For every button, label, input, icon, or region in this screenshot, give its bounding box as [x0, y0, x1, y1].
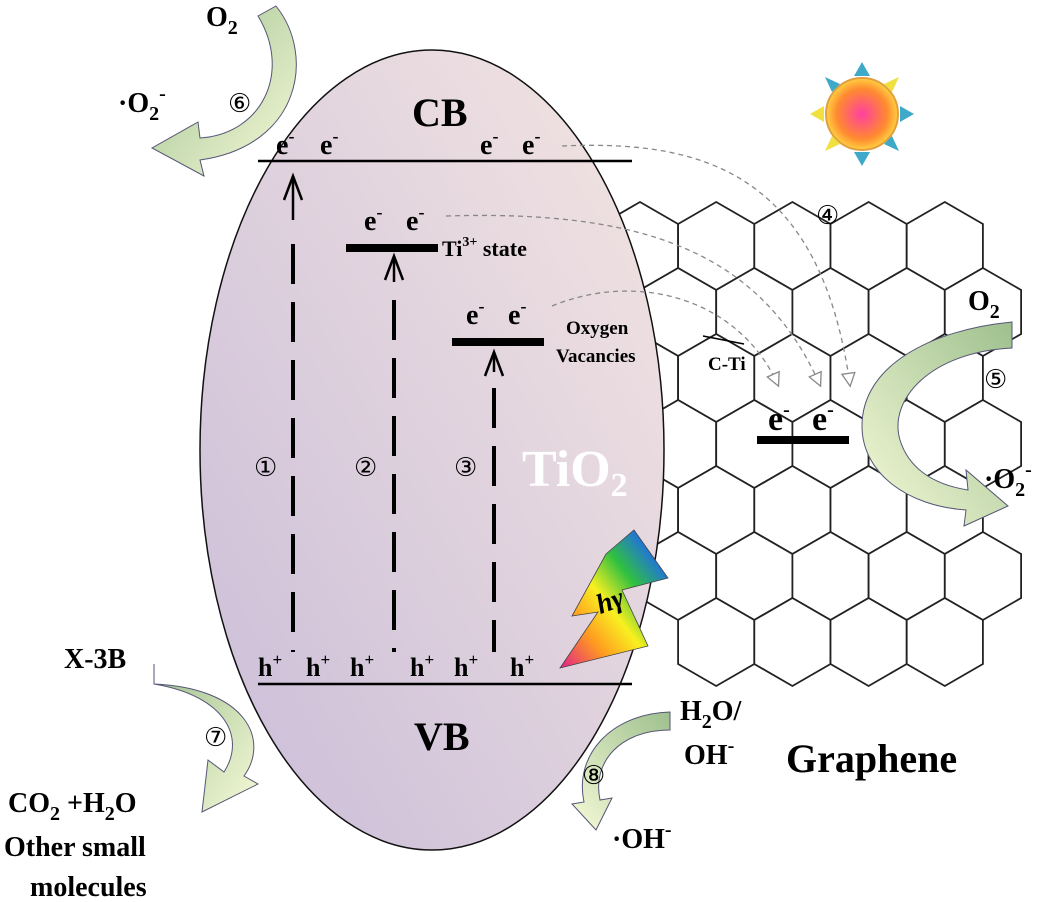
electron: e- [768, 399, 790, 438]
step-4: ④ [816, 201, 839, 231]
step-8: ⑧ [582, 761, 605, 791]
excitation-arrowheads [282, 172, 505, 377]
electron: e- [508, 296, 526, 331]
oxidation-arrow [571, 711, 671, 831]
electron: e- [406, 202, 424, 237]
superoxide-label-top: ·O2- [118, 83, 166, 125]
hole: h+ [258, 650, 282, 682]
step-2: ② [354, 453, 377, 483]
o2-label-top: O2 [206, 2, 238, 39]
graphene-electrons: e- e- [768, 399, 834, 438]
ti3-state-label: Ti3+ state [442, 235, 527, 261]
o2-reduction-arrow-top [150, 5, 297, 177]
oh-label: OH- [684, 735, 734, 771]
oxygen-vacancy-level [452, 338, 544, 346]
electron: e- [522, 126, 540, 161]
tio2-label: TiO2 [522, 441, 628, 504]
electron: e- [466, 296, 484, 331]
vb-label: VB [414, 714, 470, 759]
products-line1: CO2 +H2O [8, 788, 137, 825]
c-ti-label: C-Ti [708, 354, 746, 375]
lightning-bolt-icon [559, 529, 669, 669]
oxygen-vacancies-label-line2: Vacancies [556, 346, 636, 367]
h2o-label: H2O/ [680, 696, 743, 733]
c-ti-bond [702, 335, 745, 345]
o2-reduction-arrow-right [861, 321, 1013, 527]
electron: e- [320, 126, 338, 161]
step-3: ③ [454, 453, 477, 483]
products-line3: molecules [30, 872, 147, 902]
step-5: ⑤ [984, 365, 1007, 395]
electron: e- [364, 202, 382, 237]
cb-label: CB [412, 90, 468, 135]
electron-transfer-paths [445, 144, 850, 385]
hole: h+ [510, 650, 534, 682]
step-6: ⑥ [228, 89, 251, 119]
x3b-label: X-3B [64, 644, 126, 675]
vb-holes: h+ h+ h+ h+ h+ h+ [258, 650, 534, 682]
electron: e- [812, 399, 834, 438]
hole: h+ [454, 650, 478, 682]
graphene-label: Graphene [786, 736, 957, 781]
graphene-hexagon [905, 596, 984, 688]
o2-label-right: O2 [968, 286, 1000, 323]
step-1: ① [254, 453, 277, 483]
sun-icon [810, 62, 914, 166]
products-line2: Other small [4, 832, 146, 863]
electron: e- [480, 126, 498, 161]
electron: e- [276, 126, 294, 161]
ti3-state-level [346, 244, 438, 252]
graphene-level [757, 436, 849, 444]
vacancy-electrons: e- e- [466, 296, 526, 331]
cb-electrons: e- e- e- e- [276, 126, 540, 161]
oxygen-vacancies-label-line1: Oxygen [566, 318, 629, 339]
ti3-electrons: e- e- [364, 202, 424, 237]
hole: h+ [410, 650, 434, 682]
step-numbers: ① ② ③ ④ ⑤ ⑥ ⑦ ⑧ [204, 89, 1007, 791]
degradation-arrow [153, 664, 260, 813]
hydroxyl-radical-label: ·OH- [612, 819, 672, 855]
hole: h+ [306, 650, 330, 682]
tio2-particle [199, 49, 665, 851]
step-7: ⑦ [204, 723, 227, 753]
superoxide-label-right: ·O2- [984, 459, 1032, 501]
hole: h+ [350, 650, 374, 682]
